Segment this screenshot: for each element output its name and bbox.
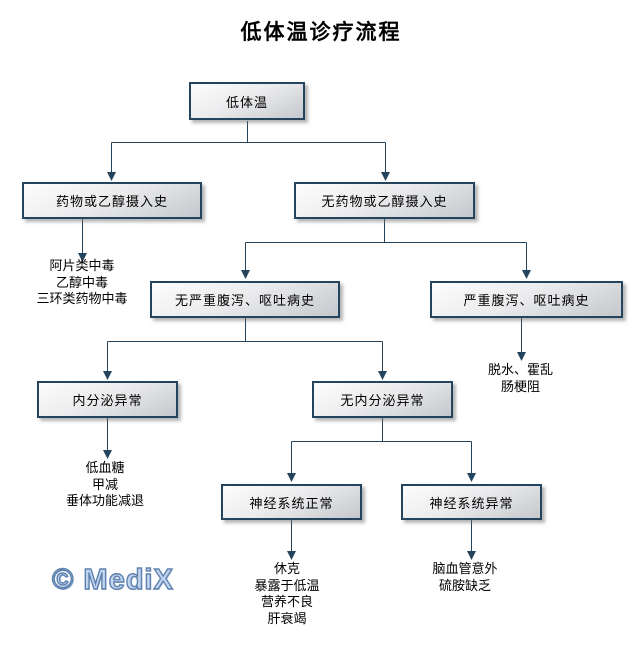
annotation-line: 低血糖 <box>85 460 125 475</box>
annotation-line: 阿片类中毒 <box>49 258 115 273</box>
connector-root-split <box>111 121 386 173</box>
annotation-line: 暴露于低温 <box>254 577 320 593</box>
annotation-line: 硫胺缺乏 <box>438 577 491 593</box>
node-label: 低体温 <box>225 94 268 110</box>
node-label: 神经系统正常 <box>249 495 334 511</box>
arrowhead-icon <box>103 450 112 459</box>
arrowhead-icon <box>522 270 531 279</box>
connector-segments <box>82 121 527 551</box>
arrowhead-icon <box>103 371 112 380</box>
arrowhead-icon <box>517 352 526 361</box>
arrowhead-icon <box>378 371 387 380</box>
connector-no-diarrhea-split <box>107 318 383 372</box>
node-drug-alcohol-history: 药物或乙醇摄入史 <box>22 182 202 219</box>
annotation-line: 营养不良 <box>260 594 313 609</box>
node-no-endocrine-abnormal: 无内分泌异常 <box>312 381 453 418</box>
arrowhead-icon <box>107 172 116 181</box>
arrowhead-icon <box>467 473 476 482</box>
arrowheads <box>78 172 531 560</box>
annotation-line: 三环类药物中毒 <box>36 291 128 306</box>
node-no-severe-diarrhea-vomiting: 无严重腹泻、呕吐病史 <box>150 281 340 318</box>
arrowhead-icon <box>287 473 296 482</box>
annotation-line: 乙醇中毒 <box>55 274 108 290</box>
annotation-opioid-poisoning-list: 阿片类中毒 乙醇中毒 三环类药物中毒 <box>12 258 152 308</box>
arrowhead-icon <box>241 270 250 279</box>
node-nervous-system-abnormal: 神经系统异常 <box>401 484 542 520</box>
connector-no-drug-split <box>245 219 527 271</box>
node-severe-diarrhea-vomiting: 严重腹泻、呕吐病史 <box>430 281 623 318</box>
node-label: 内分泌异常 <box>72 393 143 408</box>
node-label: 神经系统异常 <box>429 495 514 511</box>
node-endocrine-abnormal: 内分泌异常 <box>37 381 178 418</box>
connector-no-endocrine-split <box>291 418 472 474</box>
annotation-line: 甲减 <box>91 476 118 492</box>
arrowhead-icon <box>381 172 390 181</box>
node-label: 无严重腹泻、呕吐病史 <box>174 293 315 308</box>
arrowhead-icon <box>78 253 87 262</box>
annotation-line: 脱水、霍乱 <box>487 362 553 377</box>
arrowhead-icon <box>467 551 476 560</box>
arrowhead-icon <box>287 551 296 560</box>
annotation-line: 肠梗阻 <box>500 378 540 394</box>
node-label: 严重腹泻、呕吐病史 <box>463 293 590 308</box>
annotation-shock-list: 休克 暴露于低温 营养不良 肝衰竭 <box>217 561 357 627</box>
annotation-line: 垂体功能减退 <box>65 493 144 508</box>
node-label: 无药物或乙醇摄入史 <box>321 194 448 209</box>
node-label: 药物或乙醇摄入史 <box>55 194 168 209</box>
annotation-line: 肝衰竭 <box>267 610 307 626</box>
node-no-drug-alcohol-history: 无药物或乙醇摄入史 <box>294 182 475 219</box>
node-hypothermia: 低体温 <box>189 82 305 120</box>
page-title: 低体温诊疗流程 <box>240 21 402 44</box>
annotation-line: 脑血管意外 <box>432 561 498 576</box>
annotation-hypoglycemia-list: 低血糖 甲减 垂体功能减退 <box>35 460 175 510</box>
annotation-dehydration-list: 脱水、霍乱 肠梗阻 <box>450 362 591 395</box>
annotation-line: 休克 <box>273 561 300 576</box>
medix-watermark: © MediX <box>51 563 174 596</box>
node-label: 无内分泌异常 <box>340 393 425 408</box>
annotation-cerebrovascular-list: 脑血管意外 硫胺缺乏 <box>395 561 535 594</box>
node-nervous-system-normal: 神经系统正常 <box>221 484 362 520</box>
